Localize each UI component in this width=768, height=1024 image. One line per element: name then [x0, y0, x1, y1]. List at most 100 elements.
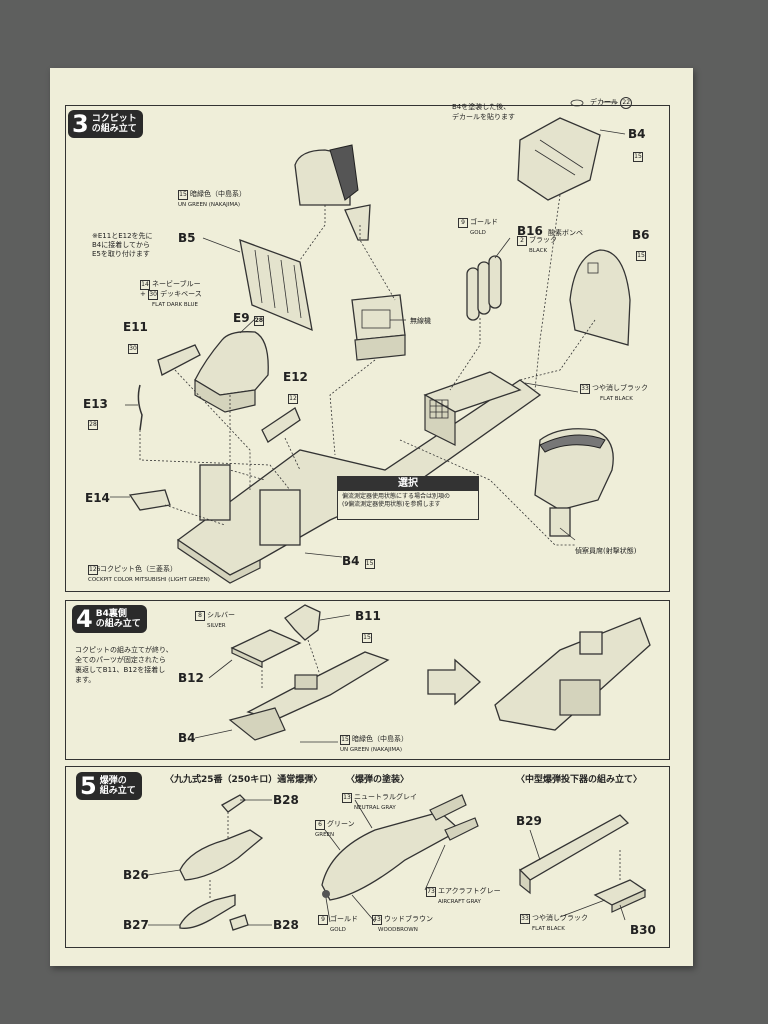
cockpit-en: COCKPIT COLOR MITSUBISHI (LIGHT GREEN) [88, 577, 210, 583]
part-bomb-fin-bottom [444, 817, 479, 841]
flat-black-jp: つや消しブラック [592, 384, 648, 392]
part-floor-bulkhead [199, 464, 231, 521]
part-b4-top [517, 117, 601, 201]
step5-sub2: 〈爆弾の塗装〉 [346, 775, 410, 785]
black-jp: ブラック [529, 236, 557, 244]
navy-en: FLAT DARK BLUE [152, 302, 198, 308]
label-b6: B6 [632, 228, 650, 242]
step3-number: 3 [72, 110, 89, 138]
part-b4-end [228, 707, 286, 741]
label-radio: 無線機 [410, 317, 431, 325]
wood-jp: ウッドブラウン [384, 915, 433, 923]
e13-code-box: 28 [88, 420, 98, 430]
part-b4-floor-edge [177, 538, 261, 584]
part-e9-seat [194, 331, 269, 396]
part-e12 [261, 407, 301, 443]
part-bomb-fin-top [429, 794, 467, 821]
label-b4: B4 [628, 127, 646, 141]
part-top-frame-dark [329, 144, 359, 201]
e9-code: 28 [253, 316, 264, 326]
part-radio-base [354, 334, 406, 361]
neutral-code: 13 [342, 793, 352, 803]
part-e11 [157, 344, 201, 376]
select-body: 偏流測定器使用状態にする場合は別項の (9偏流測定器使用状態)を参照します [342, 493, 451, 508]
part-assembled-top [579, 631, 603, 655]
b6-code-box: 15 [636, 251, 646, 261]
color-cockpit: 126コクピット色（三菱系） COCKPIT COLOR MITSUBISHI … [88, 565, 210, 585]
part-b4-underside [246, 651, 390, 721]
step3-note: ※E11とE12を先に B4に接着してから E5を取り付けます [92, 232, 153, 258]
un-green-en: UN GREEN (NAKAJIMA) [178, 202, 240, 208]
part-e13 [137, 384, 143, 431]
wood-code: 43 [372, 915, 382, 925]
silver-en: SILVER [207, 623, 226, 629]
label-b27: B27 [123, 918, 149, 932]
neutral-jp: ニュートラルグレイ [354, 793, 417, 801]
label-b5: B5 [178, 231, 196, 245]
gold-jp: ゴールド [470, 218, 498, 226]
step4-badge: 4 B4裏側 の組み立て [72, 605, 147, 633]
part-e14 [128, 489, 171, 511]
part-b16-bottle-3 [488, 255, 502, 309]
decal-icon [570, 99, 584, 107]
b4-bottom-text: B4 [342, 554, 360, 568]
part-e9-seat-base [194, 378, 256, 413]
label-b26: B26 [123, 868, 149, 882]
b16-jp: 酸素ボンベ [547, 229, 583, 237]
decal-number: 22 [620, 97, 633, 109]
aircraft-jp: エアクラフトグレー [438, 887, 501, 895]
b4-bottom-code: 15 [364, 559, 375, 569]
b16-text: B16 [517, 224, 543, 238]
part-assembled [494, 617, 651, 731]
arrow-icon [427, 658, 481, 706]
step5-badge: 5 爆弾の 組み立て [76, 772, 142, 800]
gold-code-5: 9 [318, 915, 328, 925]
label-e13-code: 28 [88, 411, 100, 430]
label-e11: E11 [123, 320, 148, 334]
un-green-jp: 暗緑色（中島系） [190, 190, 246, 198]
step3-title: コクピット の組み立て [91, 114, 137, 134]
silver-jp: シルバー [207, 611, 235, 619]
b4-code-box: 15 [633, 152, 643, 162]
part-assembled-box [559, 679, 601, 716]
flat-black-jp-5: つや消しブラック [532, 914, 588, 922]
flat-black-code-5: 33 [520, 914, 530, 924]
aircraft-en: AIRCRAFT GRAY [438, 899, 481, 905]
green-code: 6 [315, 820, 325, 830]
decal-label-text: デカール [590, 98, 618, 106]
part-observer-ring [539, 434, 606, 453]
navy-jp2: デッキベース [160, 290, 202, 298]
green-jp: グリーン [327, 820, 355, 828]
label-e11-code: 30 [128, 335, 140, 354]
step3-badge: 3 コクピット の組み立て [68, 110, 143, 138]
e9-text: E9 [233, 311, 250, 325]
label-e14: E14 [85, 491, 110, 505]
part-observer-post [549, 507, 571, 537]
label-b30: B30 [630, 923, 656, 937]
e12-code-box: 12 [288, 394, 298, 404]
e11-code-box: 30 [128, 344, 138, 354]
label-b28-top: B28 [273, 793, 299, 807]
black-en: BLACK [529, 248, 548, 254]
part-b5 [239, 238, 313, 332]
label-b4-bottom: B4 15 [342, 550, 377, 569]
step4-number: 4 [76, 605, 93, 633]
navy-jp1: ネービーブルー [152, 280, 201, 288]
label-b16: B16 酸素ボンベ [517, 220, 583, 239]
select-title: 選択 [338, 477, 478, 491]
label-e12-code: 12 [288, 385, 300, 404]
part-top-frame-legs [344, 204, 371, 241]
label-b28-bottom: B28 [273, 918, 299, 932]
label-observer: 偵察員席(射撃状態) [575, 547, 637, 555]
